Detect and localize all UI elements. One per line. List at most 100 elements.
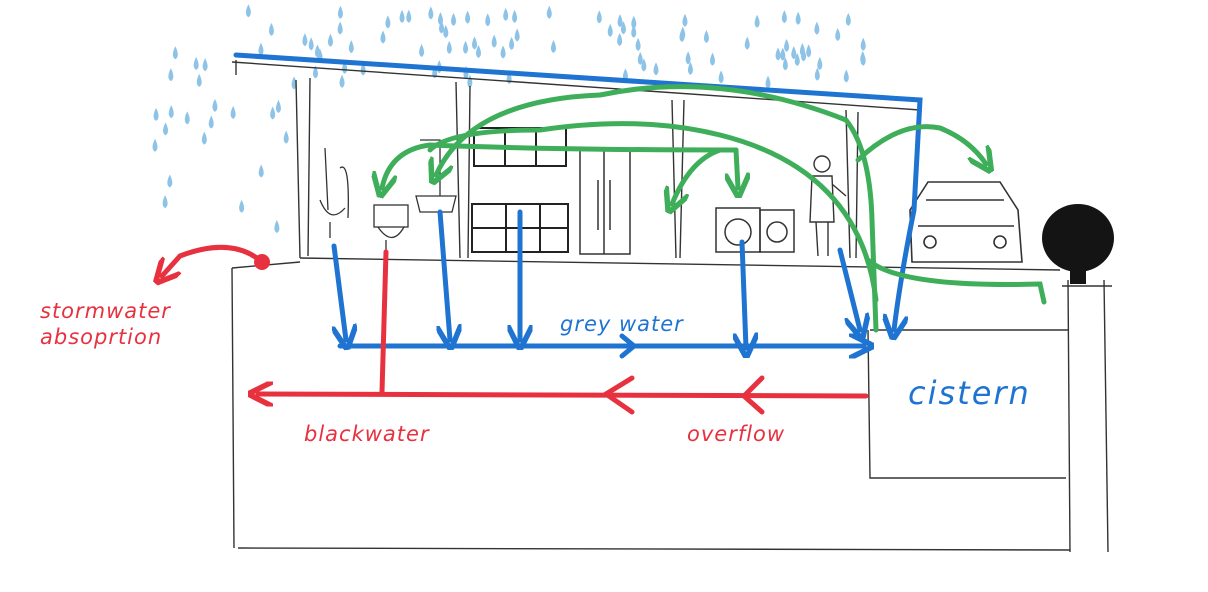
rain-drop-icon — [754, 14, 760, 28]
rain-drop-icon — [291, 76, 297, 90]
rain-drop-icon — [784, 38, 790, 52]
rain-drop-icon — [312, 65, 318, 79]
rain-drop-icon — [463, 40, 469, 54]
stormwater-label: stormwater absoprtion — [40, 298, 171, 350]
rain-drop-icon — [258, 164, 264, 178]
rain-drop-icon — [780, 47, 786, 61]
rain-drop-icon — [153, 107, 159, 121]
rain-drop-icon — [465, 10, 471, 24]
rain-drops — [152, 4, 866, 233]
greywater-reuse-flows — [382, 84, 1047, 333]
stormwater-label-line1: stormwater — [40, 299, 171, 323]
rain-drop-icon — [795, 11, 801, 25]
rain-drop-icon — [860, 52, 866, 66]
rain-drop-icon — [631, 24, 637, 38]
rain-drop-icon — [550, 40, 556, 54]
rain-drop-icon — [162, 195, 168, 209]
rain-drop-icon — [637, 51, 643, 65]
rain-drop-icon — [765, 75, 771, 89]
rain-drop-icon — [202, 58, 208, 72]
toilet-icon — [319, 147, 409, 256]
rain-drop-icon — [687, 61, 693, 75]
rain-drop-icon — [843, 69, 849, 83]
rain-drop-icon — [512, 9, 518, 23]
rain-drop-icon — [653, 62, 659, 76]
rain-drop-icon — [620, 21, 626, 35]
stormwater-label-line2: absoprtion — [40, 325, 163, 349]
stormwater-outlet — [162, 244, 265, 276]
rain-drop-icon — [270, 106, 276, 120]
rain-drop-icon — [268, 22, 274, 36]
rain-drop-icon — [168, 105, 174, 119]
rain-drop-icon — [419, 43, 425, 57]
rain-drop-icon — [801, 48, 807, 62]
rain-drop-icon — [230, 105, 236, 119]
rain-drop-icon — [258, 42, 264, 56]
rain-drop-icon — [337, 21, 343, 35]
tree-icon — [1042, 204, 1114, 284]
washing-machine-icon — [715, 207, 795, 253]
rain-drop-icon — [814, 21, 820, 35]
rain-drop-icon — [283, 130, 289, 144]
rain-drop-icon — [212, 98, 218, 112]
rain-drop-icon — [201, 131, 207, 145]
rain-drop-icon — [509, 36, 515, 50]
rain-drop-icon — [184, 111, 190, 125]
rain-drop-icon — [348, 40, 354, 54]
rain-drop-icon — [710, 52, 716, 66]
rain-drop-icon — [446, 40, 452, 54]
rain-drop-icon — [503, 7, 509, 21]
rain-drop-icon — [193, 56, 199, 70]
rain-drop-icon — [168, 68, 174, 82]
rain-drop-icon — [631, 15, 637, 29]
rain-drop-icon — [860, 37, 866, 51]
rain-drop-icon — [472, 36, 478, 50]
cistern-label: cistern — [908, 374, 1031, 412]
rain-drop-icon — [682, 13, 688, 27]
person-icon — [809, 155, 847, 257]
rain-drop-icon — [500, 45, 506, 59]
rain-drop-icon — [172, 46, 178, 60]
rain-drop-icon — [380, 30, 386, 44]
rain-drop-icon — [641, 58, 647, 72]
rain-drop-icon — [443, 25, 449, 39]
rain-drop-icon — [274, 219, 280, 233]
rain-drop-icon — [596, 10, 602, 24]
rain-drop-icon — [399, 9, 405, 23]
rain-drop-icon — [782, 57, 788, 71]
rain-drop-icon — [439, 20, 445, 34]
rain-drop-icon — [467, 74, 473, 88]
rain-drop-icon — [514, 28, 520, 42]
refrigerator-icon — [579, 149, 631, 255]
rain-drop-icon — [245, 4, 251, 18]
rain-drop-icon — [718, 70, 724, 84]
rain-drop-icon — [617, 14, 623, 28]
rain-drop-icon — [152, 138, 158, 152]
rain-drop-icon — [546, 5, 552, 19]
rain-drop-icon — [791, 46, 797, 60]
rain-drop-icon — [806, 44, 812, 58]
blackwater-label: blackwater — [304, 422, 430, 446]
rain-drop-icon — [167, 174, 173, 188]
rainwater-collection-pipe — [233, 52, 923, 330]
rain-drop-icon — [775, 47, 781, 61]
rain-drop-icon — [196, 73, 202, 87]
grey-water-label: grey water — [560, 312, 684, 336]
rain-drop-icon — [327, 33, 333, 47]
car-icon — [909, 181, 1023, 263]
rain-drop-icon — [491, 34, 497, 48]
rain-drop-icon — [339, 74, 345, 88]
rain-drop-icon — [337, 5, 343, 19]
rain-drop-icon — [302, 33, 308, 47]
rain-drop-icon — [617, 32, 623, 46]
rain-drop-icon — [744, 36, 750, 50]
rain-drop-icon — [781, 10, 787, 24]
rain-drop-icon — [385, 15, 391, 29]
rain-drop-icon — [835, 28, 841, 42]
rain-drop-icon — [817, 57, 823, 71]
rain-drop-icon — [635, 37, 641, 51]
rain-drop-icon — [406, 9, 412, 23]
house-sketch — [231, 60, 1112, 553]
rain-drop-icon — [239, 199, 245, 213]
